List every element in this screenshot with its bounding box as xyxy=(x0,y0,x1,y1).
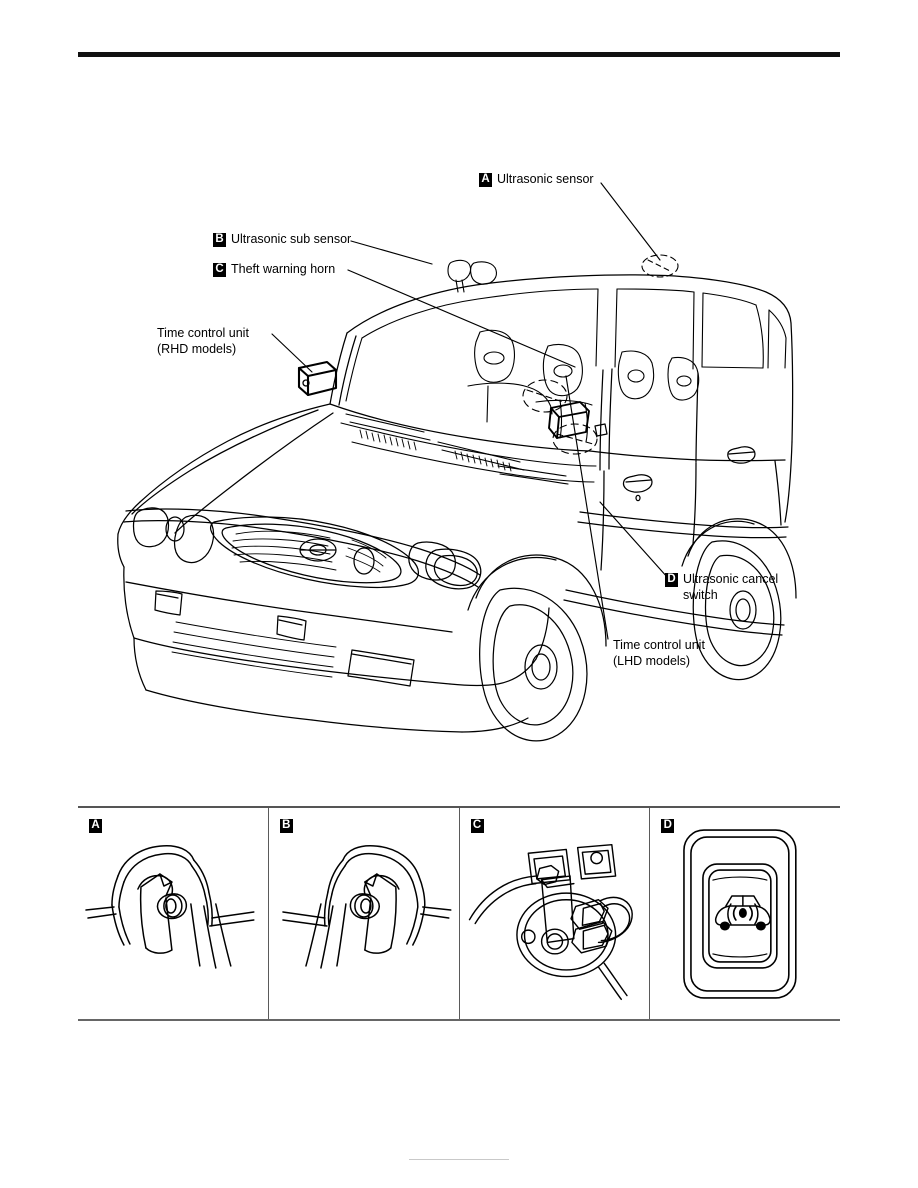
callout-d: D Ultrasonic cancel switch xyxy=(665,572,778,603)
vehicle-illustration xyxy=(0,70,918,790)
tcu-rhd-line1: Time control unit xyxy=(157,326,249,340)
ultrasonic-cancel-switch-location xyxy=(548,401,590,439)
callout-d-line1: Ultrasonic cancel xyxy=(683,572,779,586)
callout-c-line1: Theft warning horn xyxy=(231,262,336,276)
callout-b-text: Ultrasonic sub sensor xyxy=(231,232,351,248)
badge-a: A xyxy=(479,173,492,187)
detail-panel-d: D xyxy=(649,808,840,1019)
callout-b: B Ultrasonic sub sensor xyxy=(213,232,351,248)
detail-badge-b: B xyxy=(279,819,293,833)
detail-badge-d: D xyxy=(661,819,675,833)
table-top-rule xyxy=(78,806,840,808)
detail-badge-a: A xyxy=(89,819,102,833)
callout-a-text: Ultrasonic sensor xyxy=(497,172,594,188)
vehicle-body xyxy=(117,274,794,733)
detail-art-d xyxy=(650,808,840,1019)
badge-b: B xyxy=(213,233,226,247)
detail-views-table: A xyxy=(78,806,840,1021)
front-end-detail xyxy=(132,507,482,687)
badge-d: D xyxy=(665,573,678,587)
badge-c: C xyxy=(213,263,226,277)
callout-d-line2: switch xyxy=(683,587,718,602)
detail-panel-b: B xyxy=(267,808,459,1019)
tcu-rhd-line2: (RHD models) xyxy=(157,341,237,356)
detail-panel-a: A xyxy=(78,808,268,1019)
header-rule xyxy=(78,52,840,57)
components xyxy=(297,360,756,502)
footer-rule xyxy=(409,1159,509,1160)
detail-art-b xyxy=(269,808,459,1019)
ultrasonic-cancel-icon xyxy=(715,895,772,931)
wheels xyxy=(467,518,797,742)
tcu-lhd-line2: (LHD models) xyxy=(613,653,691,668)
vehicle-glass-interior xyxy=(340,254,787,485)
callout-d-text: Ultrasonic cancel switch xyxy=(683,572,778,603)
label-time-control-unit-rhd: Time control unit (RHD models) xyxy=(157,326,249,357)
tcu-lhd-line1: Time control unit xyxy=(613,638,705,652)
detail-panel-c: C xyxy=(458,808,650,1019)
callout-a-line1: Ultrasonic sensor xyxy=(497,172,594,186)
callout-b-line1: Ultrasonic sub sensor xyxy=(231,232,352,246)
detail-art-c xyxy=(460,808,650,1019)
callout-c: C Theft warning horn xyxy=(213,262,335,278)
detail-badge-c: C xyxy=(470,819,484,833)
callout-a: A Ultrasonic sensor xyxy=(479,172,594,188)
time-control-unit-rhd xyxy=(297,360,338,397)
table-bottom-rule xyxy=(78,1019,840,1021)
detail-art-a xyxy=(78,808,268,1019)
label-time-control-unit-lhd: Time control unit (LHD models) xyxy=(613,638,705,669)
callout-c-text: Theft warning horn xyxy=(231,262,335,278)
leader-lines xyxy=(271,182,669,640)
